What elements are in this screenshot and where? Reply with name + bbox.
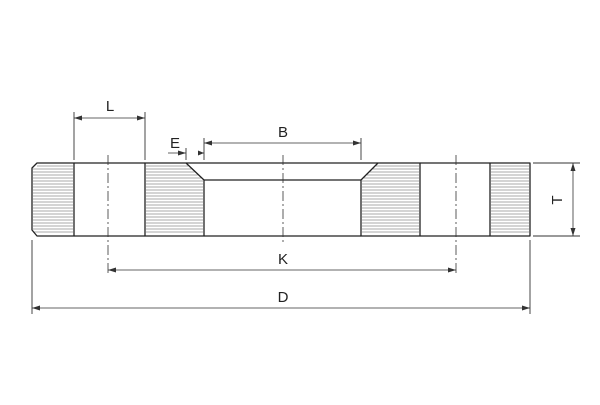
label-B: B [278, 124, 288, 141]
label-K: K [278, 251, 288, 268]
right-web-section [360, 162, 421, 237]
label-T: T [549, 195, 566, 204]
dimension-B: B [203, 124, 362, 160]
hatching-right-edge [491, 165, 529, 233]
hatching-left-edge [33, 165, 73, 233]
label-D: D [278, 289, 289, 306]
left-web-section [144, 162, 205, 237]
dimension-L: L [73, 98, 146, 160]
dimension-T: T [533, 162, 580, 237]
left-edge-section [31, 162, 75, 237]
right-edge-section [489, 162, 531, 237]
dimension-D: D [31, 240, 531, 314]
label-L: L [106, 98, 114, 115]
hatching-right-web [362, 165, 419, 233]
dimension-K: K [108, 251, 456, 273]
label-E: E [170, 135, 180, 152]
hatching-left-web [146, 165, 203, 233]
dimension-E: E [168, 135, 204, 160]
